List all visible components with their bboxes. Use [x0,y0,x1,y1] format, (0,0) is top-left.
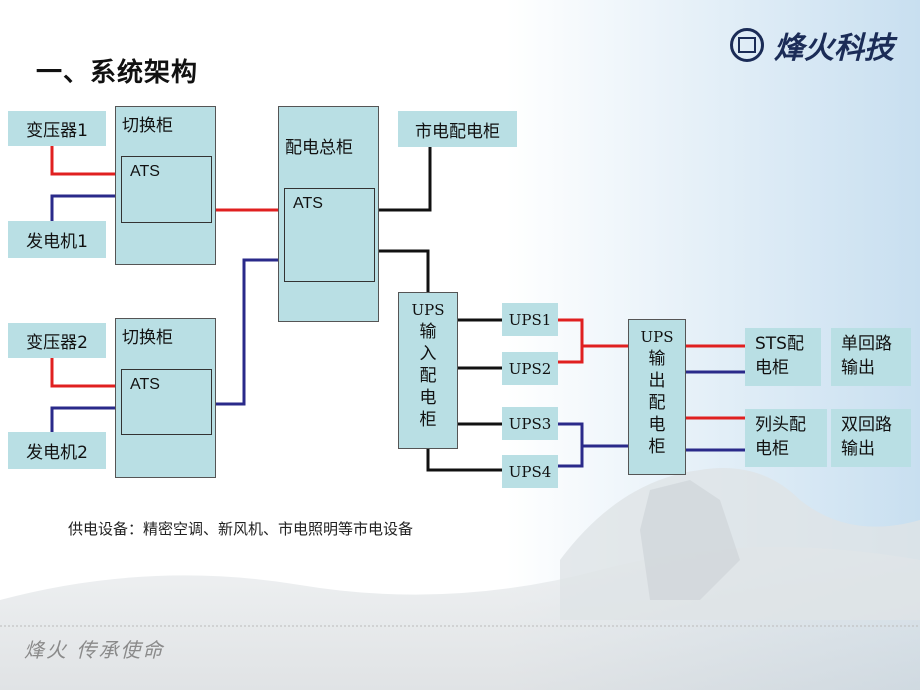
ups-output-char: 输 [648,349,666,369]
ats-1-label: ATS [130,163,160,180]
ups-output-char: 配 [648,393,666,413]
transformer2-label: 变压器2 [26,333,88,353]
wire-transformer2-ats [50,358,120,388]
power-equipment-note: 供电设备：精密空调、新风机、市电照明等市电设备 [68,520,414,538]
single-output-box: 单回路 输出 [831,328,911,386]
generator2-label: 发电机2 [26,443,88,463]
ups-input-char: 入 [419,344,437,364]
switch-cabinet-2-label: 切换柜 [122,328,173,348]
ups-output-char: 出 [648,371,666,391]
ups3-label: UPS3 [508,414,552,433]
wire-generator2-ats [50,406,120,436]
wire-generator1-ats [50,194,120,227]
wire-transformer1-ats [50,146,120,176]
main-distribution-panel: 配电总柜 ATS [278,106,379,322]
ups-output-ups-label: UPS [640,328,674,346]
page-title: 一、系统架构 [36,58,199,88]
rack-panel-box: 列头配 电柜 [745,409,827,467]
ups1-label: UPS1 [508,310,552,329]
rack-panel-line1: 列头配 [755,415,806,435]
main-panel-label: 配电总柜 [285,138,353,158]
company-logo: 烽火科技 [730,20,894,70]
ups3-box: UPS3 [502,407,558,440]
transformer1-label: 变压器1 [26,121,88,141]
mains-panel-label: 市电配电柜 [415,121,500,142]
rack-panel-line2: 电柜 [755,439,789,459]
switch-cabinet-1: 切换柜 ATS [115,106,216,265]
switch-cabinet-2: 切换柜 ATS [115,318,216,478]
ups-input-ups-label: UPS [411,301,445,319]
ups-output-char: 电 [648,415,666,435]
wire-main-mains [374,147,432,212]
generator2-box: 发电机2 [8,432,106,469]
ups-output-panel: UPS 输 出 配 电 柜 [628,319,686,475]
sts-panel-line1: STS配 [755,334,804,354]
ups-input-char: 电 [419,388,437,408]
dual-output-box: 双回路 输出 [831,409,911,467]
transformer1-box: 变压器1 [8,111,106,146]
generator1-label: 发电机1 [26,232,88,252]
ats-main-label: ATS [293,195,323,212]
ats-2-label: ATS [130,376,160,393]
sts-panel-box: STS配 电柜 [745,328,821,386]
wire-main-upsin [374,249,430,292]
dual-output-line1: 双回路 [841,415,892,435]
wire-upsin-ups4 [426,448,502,472]
wire-ups1-out [558,318,584,364]
ats-main: ATS [284,188,375,282]
single-output-line2: 输出 [841,358,875,378]
ups4-box: UPS4 [502,455,558,488]
sts-panel-line2: 电柜 [755,358,789,378]
single-output-line1: 单回路 [841,334,892,354]
ups-input-char: 柜 [419,410,437,430]
ups-input-char: 输 [419,322,437,342]
transformer2-box: 变压器2 [8,323,106,358]
wire-ats2-main [211,258,284,406]
ups-input-panel: UPS 输 入 配 电 柜 [398,292,458,449]
ups-input-char: 配 [419,366,437,386]
dual-output-line2: 输出 [841,439,875,459]
ups4-label: UPS4 [508,462,552,481]
ups-output-char: 柜 [648,437,666,457]
mains-distribution-panel: 市电配电柜 [398,111,517,147]
logo-brand-text: 烽火科技 [774,31,894,66]
switch-cabinet-1-label: 切换柜 [122,116,173,136]
logo-emblem-icon [730,28,764,62]
ups2-box: UPS2 [502,352,558,385]
ups1-box: UPS1 [502,303,558,336]
footer-slogan: 烽火 传承使命 [24,638,165,662]
wire-ups3-out [558,422,584,468]
generator1-box: 发电机1 [8,221,106,258]
ats-2: ATS [121,369,212,435]
ats-1: ATS [121,156,212,223]
ups2-label: UPS2 [508,359,552,378]
